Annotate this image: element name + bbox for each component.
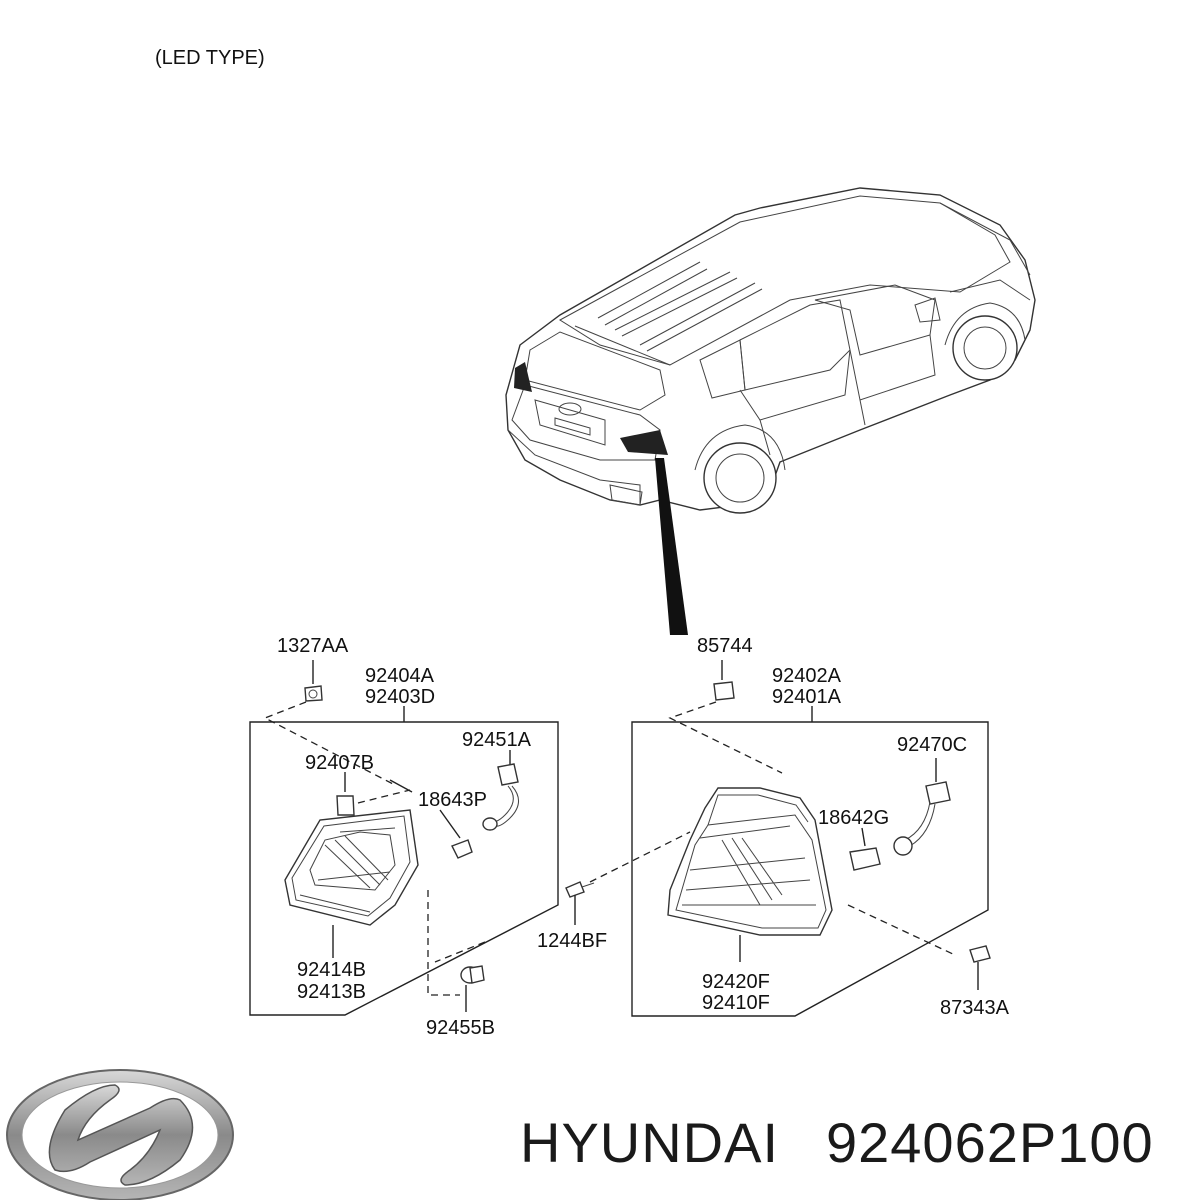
clip-icon (713, 660, 735, 701)
part-label-18643p: 18643P (418, 789, 487, 811)
part-label-92402a: 92402A (772, 665, 842, 687)
brand-name: HYUNDAI (520, 1111, 779, 1174)
outer-tail-lamp-icon (667, 787, 833, 936)
part-label-85744: 85744 (697, 635, 753, 657)
part-label-92414b: 92414B (297, 959, 366, 981)
outer-lamp-group (631, 660, 991, 1017)
part-label-92410f: 92410F (702, 992, 770, 1014)
variant-label: (LED TYPE) (155, 47, 265, 69)
part-label-1244bf: 1244BF (537, 930, 607, 952)
wiring-socket-icon (482, 750, 519, 831)
part-label-92455b: 92455B (426, 1017, 495, 1039)
inner-tail-lamp-icon (284, 809, 419, 926)
part-label-92407b: 92407B (305, 752, 374, 774)
part-labels: 1327AA 92404A 92403D 92451A 92407B 18643… (277, 635, 1010, 1039)
bulb-icon (439, 809, 473, 859)
callout-pointer (655, 458, 688, 635)
nut-icon (304, 660, 323, 702)
part-label-92413b: 92413B (297, 981, 366, 1003)
part-label-92420f: 92420F (702, 971, 770, 993)
bulb-icon (849, 827, 881, 871)
part-label-18642g: 18642G (818, 807, 889, 829)
vehicle-illustration (505, 187, 1036, 514)
part-number: 924062P100 (826, 1111, 1154, 1174)
part-label-92404a: 92404A (365, 665, 435, 687)
screw-icon (565, 831, 691, 925)
part-label-1327aa: 1327AA (277, 635, 349, 657)
screw-icon (847, 904, 991, 990)
part-label-92401a: 92401A (772, 686, 842, 708)
part-label-92470c: 92470C (897, 734, 967, 756)
part-label-92403d: 92403D (365, 686, 435, 708)
wiring-socket-icon (893, 758, 951, 856)
hyundai-logo-icon (6, 1069, 234, 1200)
part-label-92451a: 92451A (462, 729, 532, 751)
inner-lamp-group (249, 660, 559, 1016)
grommet-icon (460, 965, 485, 1012)
part-label-87343a: 87343A (940, 997, 1010, 1019)
